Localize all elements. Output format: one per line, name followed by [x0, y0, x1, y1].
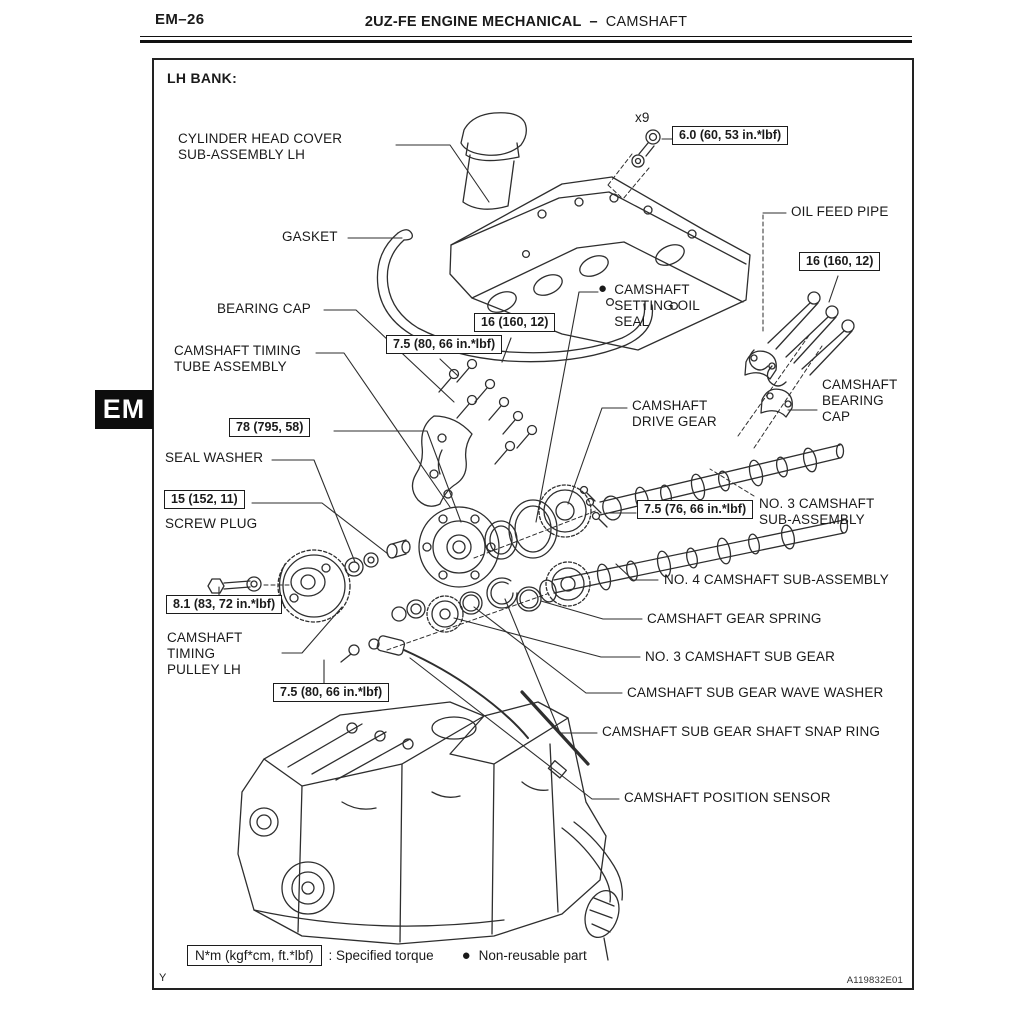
label-camshaft-setting-oil-seal: ● CAMSHAFT SETTING OIL SEAL — [598, 280, 700, 330]
head-cover-bolt-drawing — [631, 129, 661, 168]
position-sensor-drawing — [340, 635, 590, 779]
bearing-cap-part-drawing — [411, 415, 473, 507]
torque-oil-feed-pipe-bolt: 16 (160, 12) — [799, 252, 881, 271]
label-camshaft-timing-tube: CAMSHAFT TIMING TUBE ASSEMBLY — [174, 343, 302, 374]
camshaft-drive-gear-drawing — [538, 484, 608, 538]
exhaust-pipe-drawing — [561, 821, 623, 961]
seal-washer-drawing — [344, 552, 379, 577]
legend-non-reusable-bullet: ● — [461, 947, 471, 964]
snap-ring-drawing — [486, 577, 518, 609]
label-camshaft-gear-spring: CAMSHAFT GEAR SPRING — [647, 611, 822, 626]
header-dash: – — [589, 14, 598, 30]
label-no3-camshaft-sub-gear: NO. 3 CAMSHAFT SUB GEAR — [645, 649, 835, 664]
header-chapter: 2UZ-FE ENGINE MECHANICAL — [364, 14, 582, 30]
exploded-diagram — [207, 112, 855, 961]
header-rule-thick — [140, 40, 912, 43]
camshaft-gear-spring-drawing — [516, 586, 542, 612]
torque-pulley-bolt: 8.1 (83, 72 in.*lbf) — [166, 595, 283, 614]
label-oil-feed-pipe: OIL FEED PIPE — [791, 204, 889, 219]
engine-block-drawing — [237, 701, 607, 945]
torque-sensor-bolt: 7.5 (80, 66 in.*lbf) — [273, 683, 390, 702]
non-reusable-bullet: ● — [598, 280, 608, 297]
label-seal-washer: SEAL WASHER — [165, 450, 264, 465]
cylinder-head-cover-drawing — [449, 176, 751, 351]
screw-plug-drawing — [386, 539, 411, 559]
no4-camshaft-drawing — [539, 518, 849, 607]
oil-filler-cap-drawing — [460, 112, 527, 210]
legend-non-reusable-label: Non-reusable part — [478, 948, 587, 963]
header-rule-thin — [140, 36, 912, 37]
header-section: CAMSHAFT — [605, 14, 688, 30]
label-camshaft-setting-oil-seal-text: CAMSHAFT SETTING OIL SEAL — [614, 282, 700, 329]
torque-drive-gear-bolt: 7.5 (76, 66 in.*lbf) — [637, 500, 754, 519]
label-camshaft-sub-gear-shaft-snap-ring: CAMSHAFT SUB GEAR SHAFT SNAP RING — [602, 724, 881, 739]
camshaft-bearing-cap-drawing — [744, 350, 793, 418]
section-tab-em: EM — [95, 390, 153, 429]
figure-frame: LH BANK: CYLINDER HEAD COVER SUB-ASSEMBL… — [152, 58, 914, 990]
pulley-bolt-drawing — [207, 576, 262, 594]
camshaft-setting-oil-seal-drawing — [508, 499, 558, 559]
figure-id: A119832E01 — [846, 975, 903, 986]
bearing-cap-bolts-drawing — [438, 358, 538, 465]
leader-lines — [218, 138, 839, 800]
footer-mark: Y — [159, 972, 167, 984]
page-number: EM–26 — [155, 11, 205, 28]
label-gasket: GASKET — [282, 229, 338, 244]
label-no3-camshaft-sub-assembly: NO. 3 CAMSHAFT SUB-ASSEMBLY — [759, 496, 875, 527]
washers-drawing — [391, 599, 426, 622]
page-header: 2UZ-FE ENGINE MECHANICAL–CAMSHAFT — [140, 14, 912, 30]
label-camshaft-position-sensor: CAMSHAFT POSITION SENSOR — [624, 790, 831, 805]
label-cylinder-head-cover: CYLINDER HEAD COVER SUB-ASSEMBLY LH — [178, 131, 343, 162]
legend-torque-unit-box: N*m (kgf*cm, ft.*lbf) — [187, 945, 322, 966]
legend: N*m (kgf*cm, ft.*lbf) : Specified torque… — [187, 945, 587, 966]
torque-screw-plug: 15 (152, 11) — [164, 490, 245, 509]
label-camshaft-timing-pulley: CAMSHAFT TIMING PULLEY LH — [167, 630, 243, 677]
label-camshaft-bearing-cap: CAMSHAFT BEARING CAP — [822, 377, 898, 424]
label-camshaft-sub-gear-wave-washer: CAMSHAFT SUB GEAR WAVE WASHER — [627, 685, 884, 700]
label-no4-camshaft-sub-assembly: NO. 4 CAMSHAFT SUB-ASSEMBLY — [664, 572, 889, 587]
label-camshaft-drive-gear: CAMSHAFT DRIVE GEAR — [632, 398, 717, 429]
label-bolt-count: x9 — [635, 110, 650, 125]
torque-bearing-cap-bolt-16: 16 (160, 12) — [474, 313, 556, 332]
label-screw-plug: SCREW PLUG — [165, 516, 258, 531]
sub-gear-drawing — [426, 595, 464, 633]
legend-torque-label: : Specified torque — [328, 948, 434, 963]
torque-head-cover-bolt: 6.0 (60, 53 in.*lbf) — [672, 126, 789, 145]
label-bearing-cap: BEARING CAP — [217, 301, 311, 316]
torque-timing-tube-bolt: 78 (795, 58) — [229, 418, 311, 437]
bank-label: LH BANK: — [167, 70, 238, 86]
timing-pulley-drawing — [277, 549, 351, 623]
torque-bearing-cap-bolt-75: 7.5 (80, 66 in.*lbf) — [386, 335, 503, 354]
oil-feed-pipe-drawing — [748, 291, 855, 387]
